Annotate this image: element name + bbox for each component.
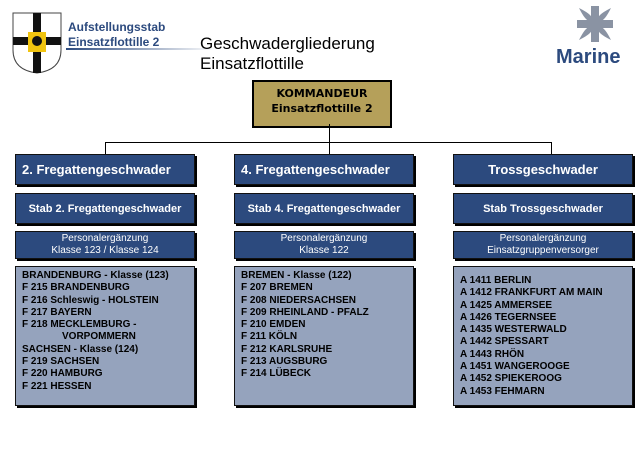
- list-item: A 1443 RHÖN: [460, 348, 525, 360]
- brand-logo: Marine: [556, 46, 621, 68]
- list-item: A 1425 AMMERSEE: [460, 299, 553, 311]
- divider: [66, 48, 216, 50]
- list-item: VORPOMMERN: [62, 331, 136, 343]
- list-item: F 221 HESSEN: [22, 380, 92, 392]
- coat-of-arms-logo: [12, 12, 62, 74]
- list-item: BRANDENBURG - Klasse (123): [22, 270, 169, 281]
- list-item: F 210 EMDEN: [241, 319, 306, 331]
- list-item: BREMEN - Klasse (122): [241, 270, 352, 281]
- list-item: F 209 RHEINLAND - PFALZ: [241, 306, 369, 318]
- list-item: F 212 KARLSRUHE: [241, 343, 333, 355]
- list-item: A 1411 BERLIN: [460, 275, 532, 286]
- list-item: A 1451 WANGEROOGE: [460, 361, 570, 373]
- list-item: F 213 AUGSBURG: [241, 356, 328, 368]
- connector: [105, 142, 106, 154]
- list-item: A 1426 TEGERNSEE: [460, 311, 557, 323]
- list-item: A 1412 FRANKFURT AM MAIN: [460, 287, 603, 299]
- staff-box: Stab 4. Fregattengeschwader: [234, 193, 414, 224]
- list-item: F 208 NIEDERSACHSEN: [241, 294, 357, 306]
- list-item: SACHSEN - Klasse (124): [22, 343, 139, 355]
- list-item: F 216 Schleswig - HOLSTEIN: [22, 294, 159, 306]
- ship-list: BREMEN - Klasse (122) F 207 BREMEN F 208…: [234, 266, 414, 406]
- list-item: F 217 BAYERN: [22, 306, 92, 318]
- list-item: F 215 BRANDENBURG: [22, 282, 130, 294]
- ship-list: A 1411 BERLIN A 1412 FRANKFURT AM MAIN A…: [453, 266, 633, 406]
- staff-box: Stab 2. Fregattengeschwader: [15, 193, 195, 224]
- list-item: F 211 KÖLN: [241, 331, 298, 343]
- iron-cross-icon: [577, 6, 613, 42]
- list-item: F 219 SACHSEN: [22, 356, 100, 368]
- squadron-header: 4. Fregattengeschwader: [234, 154, 414, 185]
- list-item: F 214 LÜBECK: [241, 368, 312, 380]
- squadron-header: Trossgeschwader: [453, 154, 633, 185]
- list-item: F 218 MECKLEMBURG -: [22, 319, 137, 331]
- staff-box: Stab Trossgeschwader: [453, 193, 633, 224]
- ship-list: BRANDENBURG - Klasse (123) F 215 BRANDEN…: [15, 266, 195, 406]
- connector: [551, 142, 552, 154]
- list-item: A 1453 FEHMARN: [460, 385, 545, 397]
- list-item: F 220 HAMBURG: [22, 368, 103, 380]
- list-item: A 1435 WESTERWALD: [460, 324, 567, 336]
- list-item: A 1442 SPESSART: [460, 336, 549, 348]
- squadron-header: 2. Fregattengeschwader: [15, 154, 195, 185]
- list-item: F 207 BREMEN: [241, 282, 313, 294]
- list-item: A 1452 SPIEKEROOG: [460, 373, 562, 385]
- connector: [329, 124, 330, 154]
- connector: [105, 142, 552, 143]
